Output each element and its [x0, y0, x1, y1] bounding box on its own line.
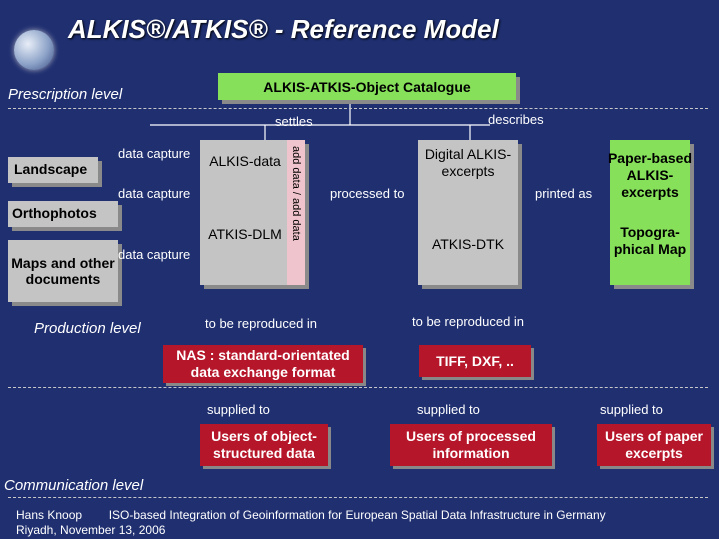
landscape-box: Landscape [8, 157, 98, 183]
supplied-to-label-2: supplied to [417, 402, 480, 417]
settles-label: settles [275, 114, 313, 129]
alkis-data-label: ALKIS-data [209, 153, 281, 169]
globe-icon [14, 30, 54, 70]
add-data-text: add data / add data [290, 146, 302, 241]
data-capture-label-3: data capture [118, 247, 191, 262]
supplied-to-label-1: supplied to [207, 402, 270, 417]
maps-documents-box: Maps and other documents [8, 240, 118, 302]
users-processed-box: Users of processed information [390, 424, 552, 466]
data-capture-label-1: data capture [118, 146, 191, 161]
to-be-reproduced-label-2: to be reproduced in [412, 314, 525, 329]
users-object-box: Users of object-structured data [200, 424, 328, 466]
digital-alkis-label: Digital ALKIS-excerpts [424, 146, 512, 179]
printed-as-label: printed as [535, 186, 593, 201]
supplied-to-label-3: supplied to [600, 402, 663, 417]
tiff-dxf-format-box: TIFF, DXF, .. [419, 345, 531, 377]
describes-label: describes [488, 112, 544, 127]
page-title: ALKIS®/ATKIS® - Reference Model [68, 14, 499, 44]
prescription-divider [8, 108, 708, 109]
users-paper-box: Users of paper excerpts [597, 424, 711, 466]
topographical-map-label: Topogra-phical Map [613, 224, 687, 257]
production-level-label: Production level [34, 320, 141, 337]
nas-format-box: NAS : standard-orientated data exchange … [163, 345, 363, 383]
data-capture-label-2: data capture [118, 186, 191, 201]
add-data-band: add data / add data [287, 140, 305, 285]
prescription-level-label: Prescription level [8, 86, 123, 103]
footer-date-line: Riyadh, November 13, 2006 [16, 523, 166, 537]
paper-box [610, 140, 690, 285]
digital-box [418, 140, 518, 285]
footer-author-line: Hans Knoop ISO-based Integration of Geoi… [16, 508, 606, 522]
atkis-dtk-label: ATKIS-DTK [431, 236, 505, 252]
to-be-reproduced-label-1: to be reproduced in [205, 316, 318, 331]
communication-level-label: Communication level [4, 477, 144, 494]
communication-divider [8, 497, 708, 498]
atkis-dlm-label: ATKIS-DLM [208, 226, 282, 242]
orthophotos-box: Orthophotos [8, 201, 118, 227]
production-divider [8, 387, 708, 388]
object-catalogue-box: ALKIS-ATKIS-Object Catalogue [218, 73, 516, 100]
paper-alkis-label: Paper-based ALKIS-excerpts [607, 150, 693, 200]
processed-to-label: processed to [330, 186, 405, 201]
